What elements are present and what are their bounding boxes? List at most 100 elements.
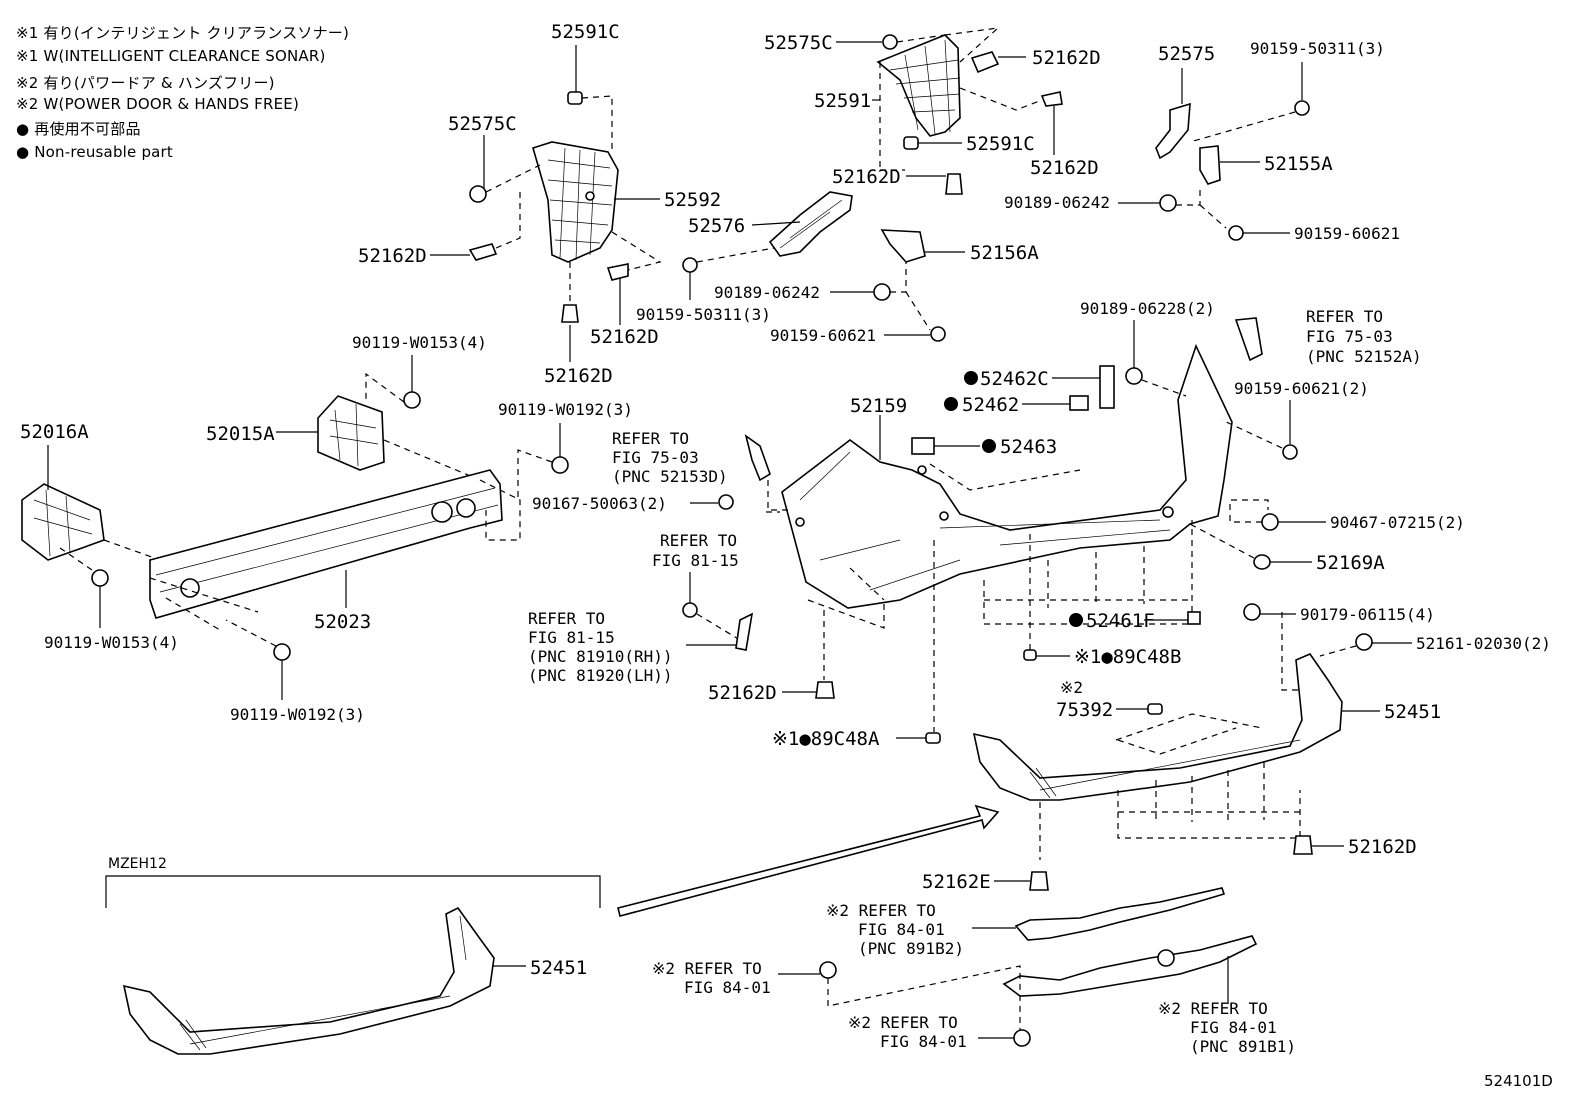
label-52162D-e: 52162D — [1030, 157, 1099, 179]
clip-52162D-left[interactable] — [468, 243, 498, 261]
ref-84-01-b-line2: FIG 84-01 — [880, 1032, 967, 1051]
label-52162D-f: 52162D — [832, 166, 901, 188]
label-52161-02030: 52161-02030(2) — [1416, 634, 1551, 653]
figure-code: 524101D — [1484, 1072, 1553, 1090]
bracket-52155A[interactable] — [1199, 145, 1221, 185]
screw-90159-60621-right-bumper[interactable] — [1282, 444, 1298, 460]
cap-52169A[interactable] — [1253, 554, 1271, 570]
label-52162D-g: 52162D — [708, 682, 777, 704]
label-52159: 52159 — [850, 395, 907, 417]
label-90189-06242-right: 90189-06242 — [1004, 193, 1110, 212]
clip-90467-07215[interactable] — [1261, 513, 1279, 531]
label-90167-50063: 90167-50063(2) — [532, 494, 667, 513]
ref-84-01-a-line1: ※2 REFER TO — [652, 959, 762, 978]
clip-90189-06228[interactable] — [1125, 367, 1143, 385]
clip-52162D-right[interactable] — [1040, 91, 1063, 107]
bracket-891B1[interactable] — [1002, 935, 1258, 997]
clip-52162D-bottom-left[interactable] — [815, 681, 835, 699]
label-52462: 52462 — [962, 394, 1019, 416]
clip-52575C-top[interactable] — [882, 34, 898, 50]
clip-52162E[interactable] — [1029, 871, 1049, 891]
label-52463: 52463 — [1000, 436, 1057, 458]
ref-52152A-line2: FIG 75-03 — [1306, 327, 1393, 346]
label-90119-W0192-top: 90119-W0192(3) — [498, 400, 633, 419]
label-89C48B: ※1●89C48B — [1074, 646, 1181, 668]
label-52451-main: 52451 — [1384, 701, 1441, 723]
sensor-89C48B[interactable] — [1023, 649, 1037, 661]
cap-52462[interactable] — [1069, 395, 1089, 411]
clip-75392[interactable] — [1147, 703, 1163, 715]
bracket-52016A[interactable] — [21, 483, 105, 561]
label-52162E: 52162E — [922, 871, 991, 893]
screw-90159-60621-mid[interactable] — [930, 326, 946, 342]
label-mzeh12: MZEH12 — [108, 856, 167, 872]
bracket-52152A[interactable] — [1234, 317, 1263, 362]
clip-52591C-top[interactable] — [567, 91, 583, 105]
clip-52162D-center[interactable] — [945, 173, 963, 195]
reinforcement-52023[interactable] — [149, 469, 503, 619]
label-90467-07215: 90467-07215(2) — [1330, 513, 1465, 532]
screw-90159-50311-mid[interactable] — [682, 257, 698, 273]
label-90119-W0192-bottom: 90119-W0192(3) — [230, 705, 365, 724]
label-75392: 75392 — [1056, 699, 1113, 721]
label-52169A: 52169A — [1316, 552, 1385, 574]
reflector-52462C[interactable] — [1099, 365, 1115, 409]
clip-52162D-under-bracket[interactable] — [606, 263, 629, 281]
label-90119-W0153-bottom: 90119-W0153(4) — [44, 633, 179, 652]
bracket-891B2[interactable] — [1014, 887, 1226, 941]
legend-line-6: ● Non-reusable part — [16, 143, 174, 161]
clip-81-15[interactable] — [682, 602, 698, 618]
clip-52575C-left[interactable] — [469, 185, 487, 203]
ref-52152A-line1: REFER TO — [1306, 307, 1383, 326]
label-52162D-h: 52162D — [1348, 836, 1417, 858]
legend-line-5: ● 再使用不可部品 — [16, 120, 141, 138]
ref-891B1-line2: FIG 84-01 — [1190, 1018, 1277, 1037]
clip-90167-50063[interactable] — [718, 494, 734, 510]
bumper-cover-52159[interactable] — [781, 343, 1233, 609]
legend-line-1: ※1 有り(インテリジェント クリアランスソナー) — [16, 24, 350, 42]
legend-line-4: ※2 W(POWER DOOR & HANDS FREE) — [16, 95, 299, 113]
bracket-52576[interactable] — [768, 191, 853, 257]
bracket-52575[interactable] — [1155, 102, 1191, 160]
clip-52162D-lower-right[interactable] — [1293, 835, 1313, 855]
label-90189-06242-mid: 90189-06242 — [714, 283, 820, 302]
ref-891B1-line3: (PNC 891B1) — [1190, 1037, 1296, 1056]
label-52575: 52575 — [1158, 43, 1215, 65]
ref-891B2-line1: ※2 REFER TO — [826, 901, 936, 920]
bolt-90119-W0153-top[interactable] — [403, 391, 421, 409]
screw-90159-60621-right[interactable] — [1228, 225, 1244, 241]
variant-bracket-line — [105, 875, 601, 908]
cap-52463[interactable] — [911, 437, 935, 455]
spoiler-52451-main[interactable] — [972, 653, 1343, 801]
ref-84-01-a-line2: FIG 84-01 — [684, 978, 771, 997]
bracket-52591[interactable] — [876, 34, 961, 137]
bolt-90119-W0153-bottom[interactable] — [91, 569, 109, 587]
screw-90159-50311-right[interactable] — [1294, 100, 1310, 116]
bolt-90119-W0192-bottom[interactable] — [273, 643, 291, 661]
bolt-90119-W0192-top[interactable] — [551, 456, 569, 474]
sensor-89C48A[interactable] — [925, 732, 941, 744]
bolt-84-01-left[interactable] — [819, 961, 837, 979]
label-52162D-b: 52162D — [590, 326, 659, 348]
reflector-81910[interactable] — [735, 612, 754, 651]
ref-891B2-line2: FIG 84-01 — [858, 920, 945, 939]
bracket-52015A[interactable] — [317, 395, 385, 471]
bracket-52153D[interactable] — [744, 434, 771, 482]
clip-52162D-top-right[interactable] — [970, 51, 1000, 74]
bracket-52156A[interactable] — [880, 229, 926, 263]
spoiler-52451-mzeh12[interactable] — [122, 906, 495, 1055]
clip-52161-02030[interactable] — [1355, 633, 1373, 651]
ref-52153D-line3: (PNC 52153D) — [612, 467, 728, 486]
cap-52461F[interactable] — [1187, 611, 1201, 625]
label-52162D-a: 52162D — [358, 245, 427, 267]
bracket-52592[interactable] — [532, 141, 619, 263]
clip-52591C-mid[interactable] — [903, 136, 919, 150]
clip-52162D-vertical[interactable] — [561, 304, 579, 323]
bolt-90189-06242-right[interactable] — [1159, 194, 1177, 212]
bolt-84-01-bottom[interactable] — [1013, 1029, 1031, 1047]
bolt-90189-06242-mid[interactable] — [873, 283, 891, 301]
clip-90179-06115[interactable] — [1243, 603, 1261, 621]
legend-line-3: ※2 有り(パワードア & ハンズフリー) — [16, 74, 275, 92]
legend-line-2: ※1 W(INTELLIGENT CLEARANCE SONAR) — [16, 47, 326, 65]
